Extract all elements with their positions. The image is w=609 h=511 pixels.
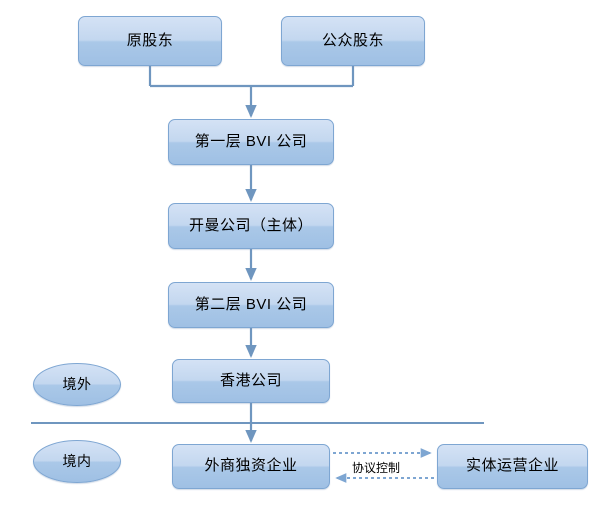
edge-label-contractual-control: 协议控制 bbox=[352, 461, 401, 475]
node-label: 境外 bbox=[62, 375, 92, 392]
node-label: 第二层 BVI 公司 bbox=[194, 295, 308, 313]
node-label: 境内 bbox=[62, 452, 92, 469]
node-label: 原股东 bbox=[126, 31, 174, 49]
node-hongkong-company[interactable]: 香港公司 bbox=[172, 359, 330, 403]
node-bvi-layer-2[interactable]: 第二层 BVI 公司 bbox=[168, 282, 334, 328]
node-onshore-marker[interactable]: 境内 bbox=[33, 440, 121, 483]
node-wfoe[interactable]: 外商独资企业 bbox=[172, 444, 330, 489]
node-bvi-layer-1[interactable]: 第一层 BVI 公司 bbox=[168, 119, 334, 165]
node-operating-entity[interactable]: 实体运营企业 bbox=[437, 444, 588, 489]
node-label: 实体运营企业 bbox=[465, 457, 559, 475]
node-label: 外商独资企业 bbox=[204, 457, 298, 475]
node-label: 香港公司 bbox=[219, 371, 282, 389]
node-label: 公众股东 bbox=[321, 31, 384, 49]
node-label: 第一层 BVI 公司 bbox=[194, 132, 308, 150]
edge-join-bar bbox=[150, 84, 353, 118]
node-cayman-company[interactable]: 开曼公司（主体） bbox=[168, 203, 334, 249]
node-original-shareholders[interactable]: 原股东 bbox=[78, 16, 222, 66]
node-public-shareholders[interactable]: 公众股东 bbox=[281, 16, 425, 66]
node-offshore-marker[interactable]: 境外 bbox=[33, 363, 121, 406]
node-label: 开曼公司（主体） bbox=[188, 216, 313, 234]
